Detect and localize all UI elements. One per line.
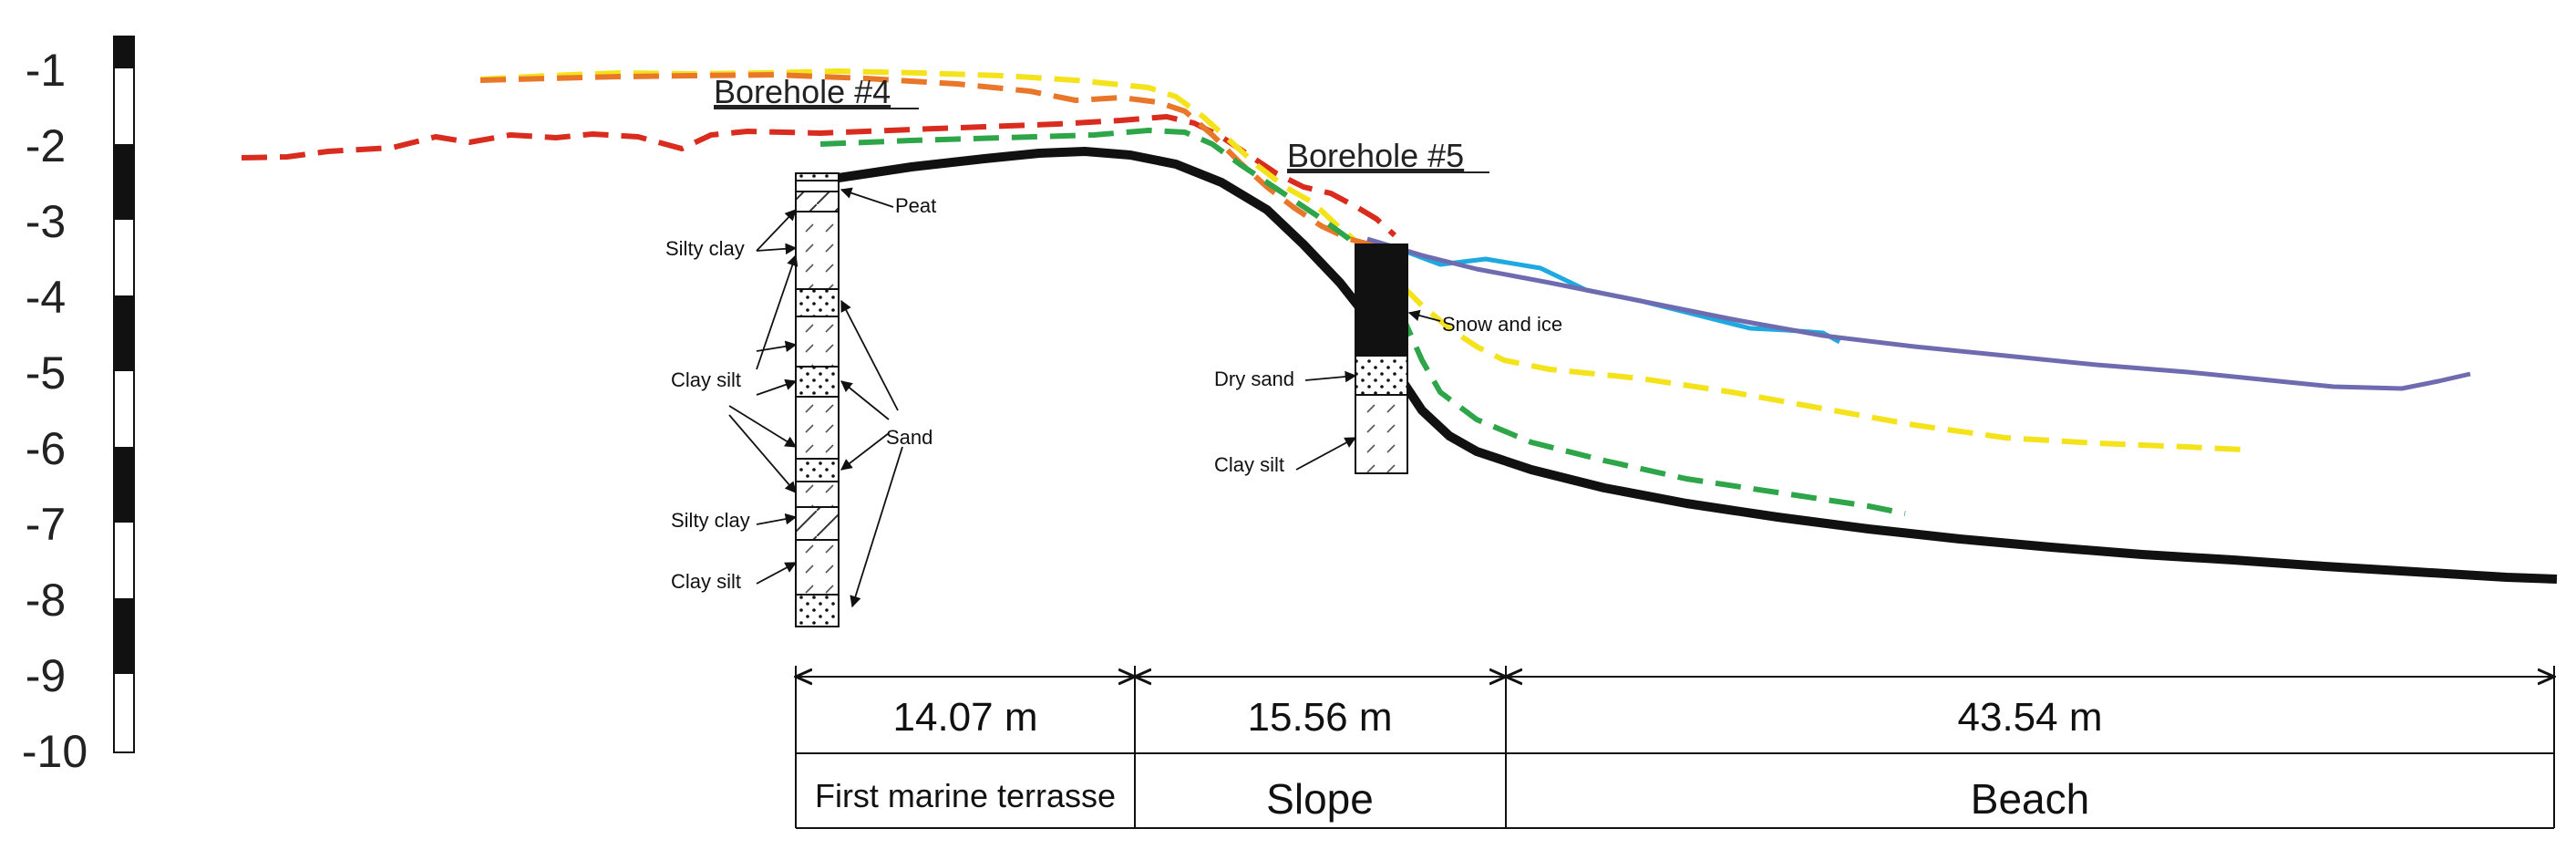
bh5-callouts [1295,309,1441,471]
profile-lines [241,68,2471,516]
clay-silt-label: Clay silt [671,368,741,391]
snow-ice-arrow [1407,309,1441,322]
profile-purple [1366,236,2471,391]
silty-clay-label: Silty clay [665,237,745,260]
bh4-layer-clay-silt [795,481,840,508]
clay-silt-arrow [756,340,798,353]
borehole-5-column [1355,243,1408,474]
silty-clay-arrow [756,209,797,252]
bh4-layer-clay-silt [795,211,840,290]
bh4-layer-sand [795,458,840,482]
silty-clay-label-2: Silty clay [671,509,750,532]
zone-label: Slope [1266,775,1374,823]
bh4-layer-clay-silt [795,316,840,368]
section-distance: 15.56 m [1248,695,1393,740]
scale-tick-label: -2 [26,120,66,171]
sand-arrow [840,432,890,471]
zone-label: Beach [1971,775,2089,823]
bh4-layer-clay-silt [795,396,840,460]
borehole-4-column [795,172,840,627]
clay-silt-arrow-2 [756,562,798,585]
snow-ice-label: Snow and ice [1442,313,1562,336]
peat-arrow [840,187,894,208]
profile-orange-dashed [479,72,1377,249]
bh4-layer-peat-top-fill [795,172,840,181]
scale-segment [114,144,134,220]
ground-surface-line [838,147,2558,584]
scale-tick-label: -5 [26,347,66,399]
bh4-layer-clay-silt [795,539,840,596]
bh4-layer-sand [795,594,840,627]
borehole-4-label: Borehole #4 [714,73,891,110]
clay-silt-bh5-label: Clay silt [1214,453,1284,476]
section-distance: 14.07 m [893,695,1038,740]
zone-label: First marine terrasse [815,777,1116,814]
scale-segment [114,598,134,674]
sand-label: Sand [886,426,933,449]
silty-clay-arrow [756,243,798,255]
bh4-layer-sand [795,366,840,398]
borehole-5-label: Borehole #5 [1287,137,1464,174]
clay-silt-arrow [756,378,798,396]
bh4-callouts [728,187,903,608]
clay-silt-arrow [728,405,798,448]
vertical-scale: -1 -2 -3 -4 -5 -6 -7 -8 -9 -10 [22,36,135,777]
clay-silt-label-2: Clay silt [671,570,741,593]
scale-tick-label: -6 [26,423,66,474]
scale-tick-label: -3 [26,196,66,247]
bh4-layer-silty-clay [795,506,840,541]
peat-label: Peat [895,194,936,217]
bh4-layer-silty-clay [795,191,840,212]
section-table: 14.07 m 15.56 m 43.54 m First marine ter… [796,666,2554,829]
scale-segment [114,295,134,371]
profile-red-dashed [241,114,1397,238]
scale-tick-label: -1 [26,45,66,96]
sand-arrow [840,299,899,411]
bh5-layer-clay-silt [1355,394,1408,474]
silty-clay-arrow-2 [756,513,798,525]
scale-segment [114,447,134,523]
dry-sand-arrow [1304,370,1357,383]
sand-arrow [850,446,903,608]
bh5-layer-snow-and-ice [1355,243,1408,357]
section-distance: 43.54 m [1958,695,2103,740]
scale-segment [114,36,134,68]
scale-tick-label: -9 [26,650,66,701]
bh4-outline [795,172,840,627]
clay-silt-arrow [728,414,797,493]
clay-silt-bh5-arrow [1295,437,1357,471]
clay-silt-arrow [756,254,799,370]
profile-yellow-dashed [479,68,2243,452]
profile-green-dashed [819,128,1906,516]
scale-tick-label: -10 [22,726,88,777]
scale-tick-label: -8 [26,575,66,626]
bh4-layer-sand [795,288,840,317]
scale-tick-label: -4 [26,272,66,323]
bh4-layer-peat [795,180,840,192]
sand-arrow [840,380,890,420]
bh5-layer-dry-sand [1355,355,1408,396]
dry-sand-label: Dry sand [1214,368,1294,390]
scale-tick-label: -7 [26,499,66,550]
